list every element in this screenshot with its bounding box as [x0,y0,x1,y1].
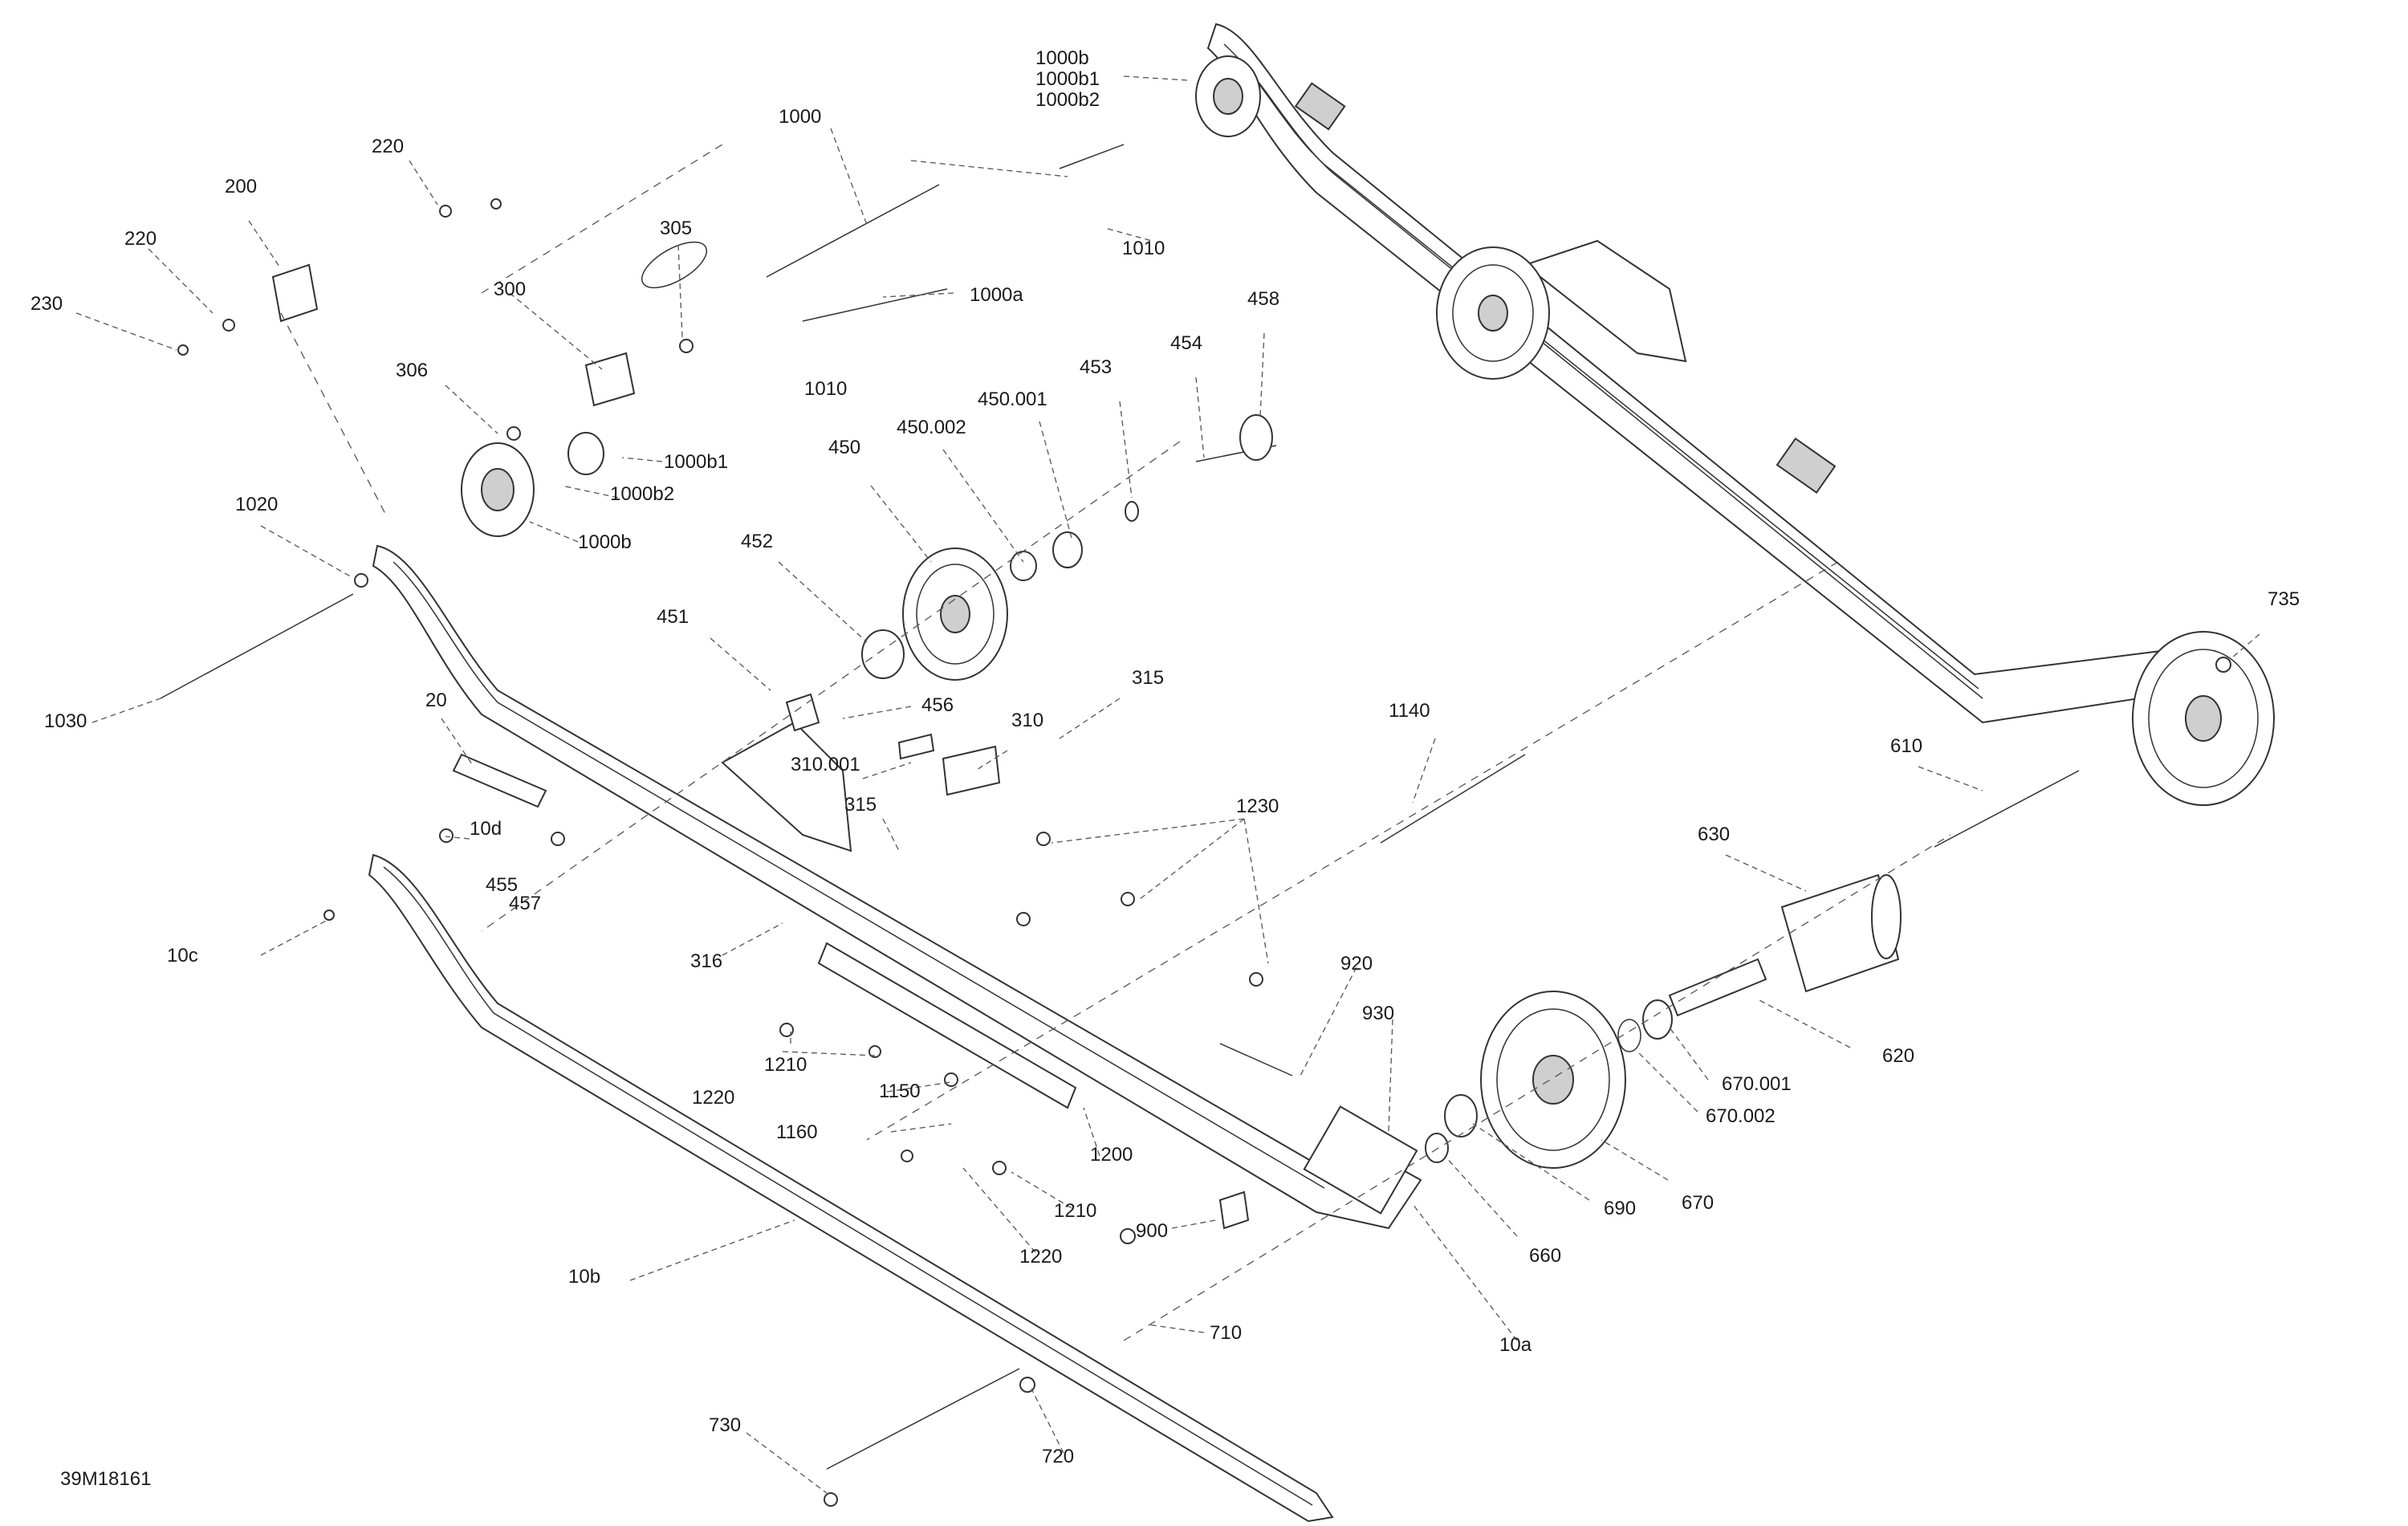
callout-1020: 1020 [235,494,278,515]
callout-930: 930 [1362,1003,1394,1024]
callout-660: 660 [1529,1245,1561,1267]
callout-1000b: 1000b [578,531,632,553]
callout-1150: 1150 [879,1080,921,1102]
callout-1000b1-top: 1000b1 [1035,68,1100,90]
callout-1000a: 1000a [970,284,1023,306]
callout-730: 730 [709,1414,741,1436]
spacer-tube-630 [1780,873,1902,993]
callout-1000b2-top: 1000b2 [1035,89,1100,111]
hardware [177,198,2231,1507]
callout-1030: 1030 [44,710,87,732]
callout-620: 620 [1882,1045,1914,1067]
callout-200: 200 [225,176,257,197]
callout-670-001: 670.001 [1722,1073,1792,1095]
callout-900: 900 [1136,1220,1168,1242]
callout-920: 920 [1340,953,1373,975]
callout-1220-b: 1220 [1019,1246,1062,1268]
callout-20: 20 [425,690,447,711]
near-front-wheel [461,442,535,537]
callout-1200: 1200 [1090,1144,1133,1166]
callout-1160: 1160 [776,1121,818,1143]
shafts [160,144,2080,1470]
leader-lines [75,75,2260,1494]
callout-10b: 10b [568,1266,600,1288]
callout-710: 710 [1210,1322,1242,1344]
near-side-rail [372,544,1422,1230]
callout-690: 690 [1604,1198,1636,1219]
callout-10a: 10a [1499,1334,1532,1356]
callout-670-002: 670.002 [1706,1105,1775,1127]
callout-457: 457 [509,893,541,914]
callout-220-a: 220 [372,136,404,157]
callout-458: 458 [1247,288,1279,310]
callout-1000: 1000 [779,106,821,128]
callout-735: 735 [2268,588,2300,610]
callouts: 1000b 1000b1 1000b2 1000 1010 1000a 1010… [31,47,2300,1467]
callout-316: 316 [690,950,722,972]
callout-310: 310 [1011,710,1043,731]
idler-wheel-450 [902,547,1008,681]
callout-455: 455 [486,874,518,896]
rear-wheel-670 [1480,991,1626,1169]
callout-10c: 10c [167,945,198,966]
far-front-wheel [1195,55,1261,137]
callout-1230: 1230 [1236,796,1279,817]
callout-306: 306 [396,360,428,381]
callout-610: 610 [1890,735,1922,757]
callout-453: 453 [1080,356,1112,378]
callout-450: 450 [828,437,860,458]
callout-450-001: 450.001 [978,389,1047,410]
callout-450-002: 450.002 [897,417,966,438]
callout-1000b-top: 1000b [1035,47,1089,69]
callout-1140: 1140 [1389,700,1430,722]
callout-230: 230 [31,293,63,315]
callout-305: 305 [660,218,692,239]
callout-452: 452 [741,531,773,552]
far-rear-wheel [2132,631,2275,806]
callout-315-b: 315 [844,794,877,816]
callout-456: 456 [921,694,954,716]
tube-620 [1668,958,1767,1017]
callout-1000b2: 1000b2 [610,483,674,505]
callout-454: 454 [1170,332,1202,354]
callout-310-001: 310.001 [791,754,860,775]
callout-451: 451 [657,606,689,628]
callout-720: 720 [1042,1446,1074,1467]
drawing-id: 39M18161 [60,1468,151,1490]
callout-1010-a: 1010 [1122,238,1165,259]
callout-1010-b: 1010 [804,378,847,400]
slide-rail [368,853,1334,1523]
callout-315-a: 315 [1132,667,1164,689]
callout-220-b: 220 [124,228,157,250]
callout-300: 300 [494,279,526,300]
callout-10d: 10d [470,818,502,840]
callout-1210-b: 1210 [1054,1200,1096,1222]
far-mid-idler-wheel [1436,246,1550,380]
callout-670: 670 [1682,1192,1714,1214]
callout-1210-a: 1210 [764,1054,807,1076]
callout-1000b1: 1000b1 [664,451,728,473]
callout-630: 630 [1698,824,1730,845]
callout-1220-a: 1220 [692,1087,734,1109]
far-side-rail [1206,22,2193,724]
